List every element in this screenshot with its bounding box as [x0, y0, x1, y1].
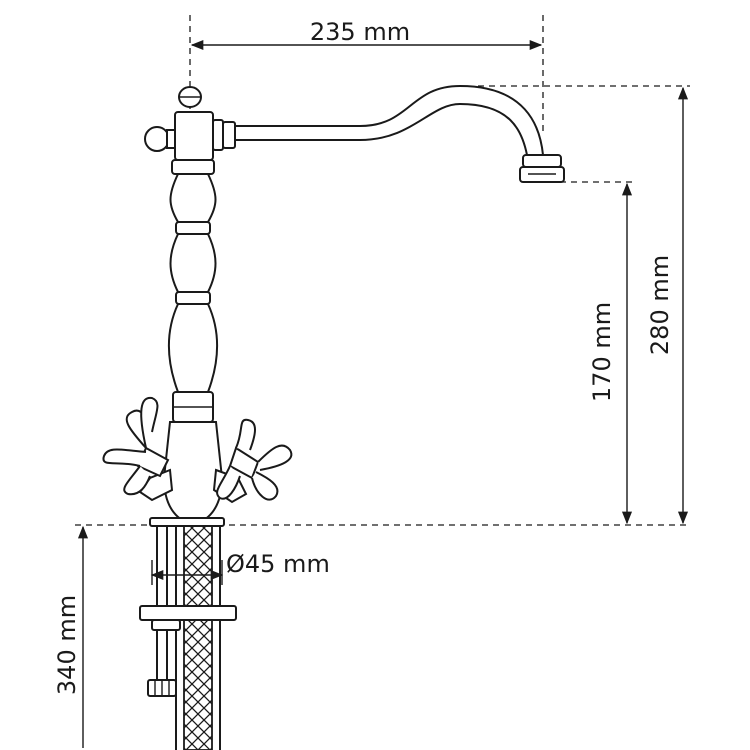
right-cross-handle [212, 418, 293, 504]
base-diameter-label: Ø45 mm [226, 550, 330, 578]
spout-clearance-label: 170 mm [588, 302, 616, 402]
mounting-rod [147, 526, 177, 697]
valve-head [144, 86, 236, 161]
braided-hoses [175, 525, 221, 750]
spout [235, 84, 565, 183]
body-column [162, 159, 224, 526]
mounting-nut [151, 619, 181, 631]
dimension-spout-clearance: 170 mm [588, 182, 633, 525]
hose-length-label: 340 mm [53, 595, 81, 695]
dimension-base-diameter: Ø45 mm [150, 550, 330, 585]
spout-reach-label: 235 mm [310, 18, 410, 46]
total-height-label: 280 mm [646, 255, 674, 355]
dimension-spout-reach: 235 mm [190, 18, 543, 51]
dimension-total-height: 280 mm [646, 86, 689, 525]
base-ring [149, 517, 225, 527]
faucet [102, 84, 565, 750]
left-cross-handle [102, 396, 174, 502]
mounting-plate [139, 605, 237, 621]
dimension-hose-length: 340 mm [53, 525, 89, 748]
